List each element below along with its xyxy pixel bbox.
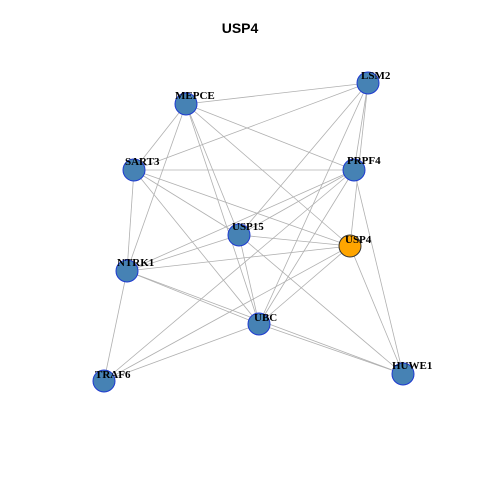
node-circle-prpf4 [342, 158, 366, 182]
node-circle-traf6 [92, 369, 116, 393]
node-ntrk1: NTRK1 [115, 257, 154, 283]
edge-prpf4-ubc [258, 169, 355, 325]
node-circle-ntrk1 [115, 259, 139, 283]
edge-lsm2-ubc [258, 82, 369, 325]
edge-ubc-huwe1 [258, 323, 404, 375]
edge-lsm2-sart3 [133, 82, 369, 171]
edge-mepce-ntrk1 [126, 103, 187, 272]
node-ubc: UBC [247, 312, 277, 336]
edge-sart3-ubc [133, 169, 260, 325]
edge-ntrk1-traf6 [103, 270, 128, 382]
node-circle-huwe1 [391, 362, 415, 386]
edge-usp4-huwe1 [349, 245, 404, 375]
node-huwe1: HUWE1 [391, 360, 432, 386]
edge-ubc-traf6 [103, 323, 260, 382]
node-prpf4: PRPF4 [342, 155, 381, 182]
node-label-traf6: TRAF6 [95, 369, 131, 381]
edge-prpf4-huwe1 [353, 169, 404, 375]
node-label-ubc: UBC [254, 312, 277, 324]
edge-lsm2-usp15 [238, 82, 369, 236]
edge-lsm2-prpf4 [353, 82, 369, 171]
node-label-ntrk1: NTRK1 [117, 257, 154, 269]
edge-usp15-huwe1 [238, 234, 404, 375]
edge-usp4-ubc [258, 245, 351, 325]
node-label-prpf4: PRPF4 [347, 155, 381, 167]
edge-sart3-usp4 [133, 169, 351, 247]
node-lsm2: LSM2 [356, 70, 391, 95]
edge-usp15-ntrk1 [126, 234, 240, 272]
node-circle-usp4 [338, 234, 362, 258]
node-circle-lsm2 [356, 71, 380, 95]
graph-title: USP4 [221, 20, 259, 36]
edge-mepce-usp15 [185, 103, 240, 236]
node-circle-ubc [247, 312, 271, 336]
edge-prpf4-ntrk1 [126, 169, 355, 272]
node-sart3: SART3 [122, 156, 160, 182]
edge-mepce-sart3 [133, 103, 187, 171]
edge-usp15-ubc [238, 234, 260, 325]
edge-sart3-ntrk1 [126, 169, 135, 272]
edge-usp4-ntrk1 [126, 245, 351, 272]
node-usp4: USP4 [338, 234, 372, 258]
node-label-lsm2: LSM2 [361, 70, 391, 82]
node-mepce: MEPCE [174, 90, 215, 116]
node-label-sart3: SART3 [125, 156, 160, 168]
edge-mepce-usp4 [185, 103, 351, 247]
edge-lsm2-mepce [185, 82, 369, 105]
node-usp15: USP15 [227, 221, 264, 247]
node-label-mepce: MEPCE [175, 90, 215, 102]
node-label-usp4: USP4 [345, 234, 372, 246]
edge-mepce-ubc [185, 103, 260, 325]
node-circle-mepce [174, 92, 198, 116]
node-circle-usp15 [227, 223, 251, 247]
edge-mepce-prpf4 [185, 103, 355, 171]
edge-usp15-usp4 [238, 234, 351, 247]
edge-prpf4-traf6 [103, 169, 355, 382]
node-traf6: TRAF6 [92, 369, 131, 393]
edge-usp4-traf6 [103, 245, 351, 382]
node-label-huwe1: HUWE1 [392, 360, 432, 372]
node-label-usp15: USP15 [232, 221, 264, 233]
node-circle-sart3 [122, 158, 146, 182]
edge-ntrk1-ubc [126, 270, 260, 325]
edge-sart3-usp15 [133, 169, 240, 236]
edge-prpf4-usp15 [238, 169, 355, 236]
